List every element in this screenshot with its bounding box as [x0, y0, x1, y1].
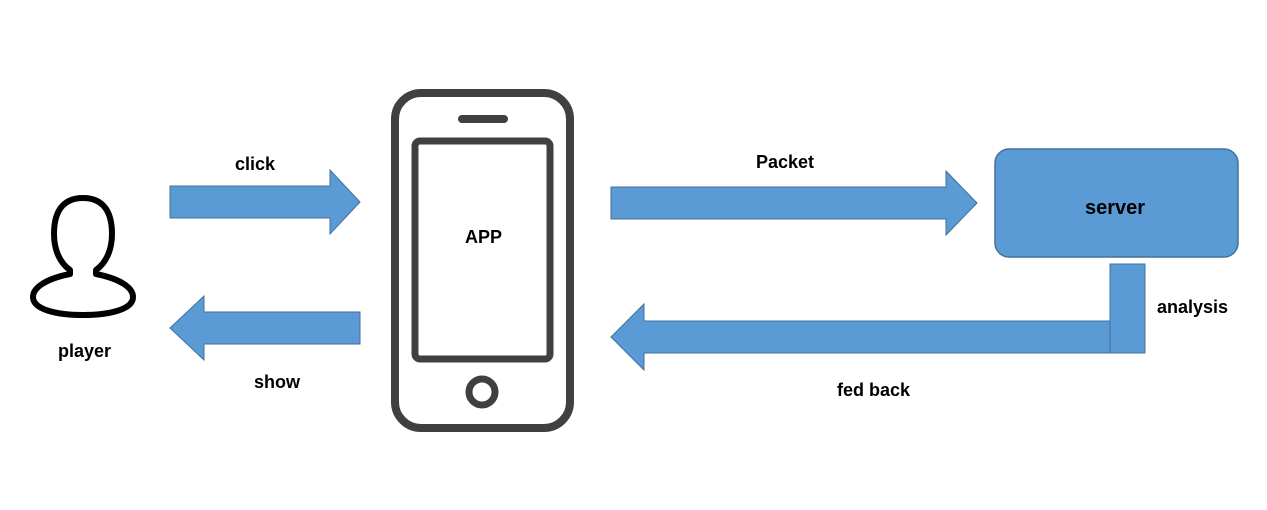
show-label: show [254, 372, 301, 392]
user-icon [30, 195, 136, 318]
smartphone-icon [391, 89, 574, 432]
packet-label: Packet [756, 152, 815, 172]
click-label: click [235, 154, 276, 174]
fed-back-label: fed back [837, 380, 911, 400]
packet-arrow [610, 169, 978, 237]
click-arrow [169, 168, 361, 236]
server-box [994, 148, 1239, 258]
player-label: player [58, 341, 112, 361]
show-arrow [169, 294, 361, 362]
fed-back-arrow [610, 302, 1112, 372]
analysis-connector [1109, 263, 1146, 354]
analysis-label: analysis [1157, 297, 1229, 317]
server-label: server [1085, 197, 1146, 219]
app-label: APP [465, 227, 503, 247]
